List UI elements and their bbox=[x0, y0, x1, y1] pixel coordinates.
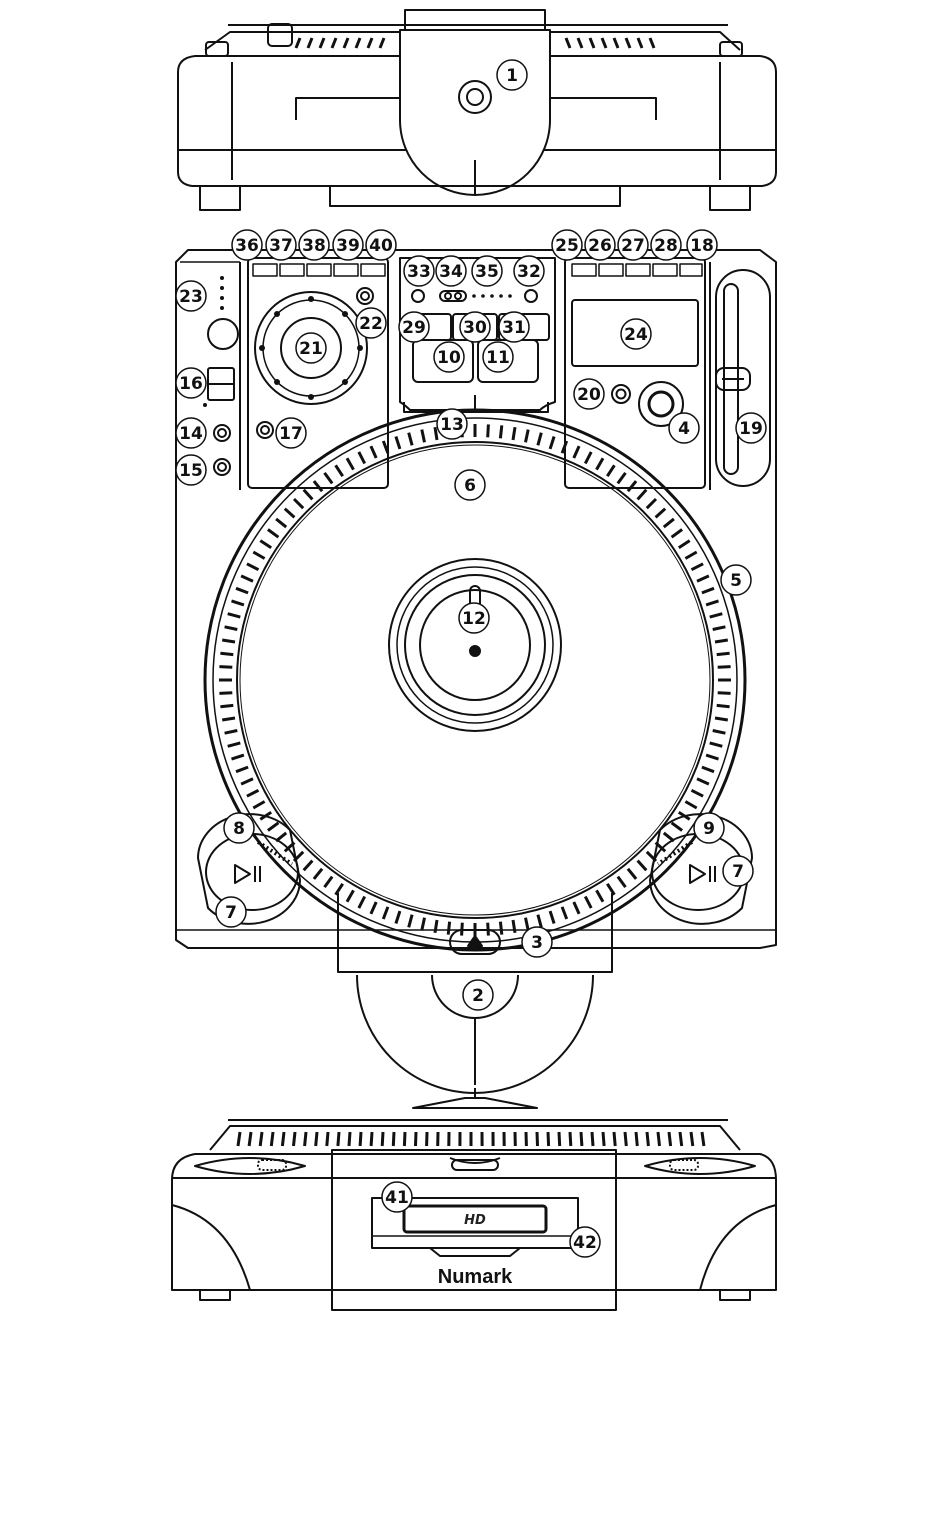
callout-7: 7 bbox=[723, 856, 753, 886]
rear-view bbox=[178, 10, 776, 210]
callout-24: 24 bbox=[621, 319, 651, 349]
callout-label: 1 bbox=[506, 66, 518, 86]
callout-9: 9 bbox=[694, 813, 724, 843]
callout-25: 25 bbox=[552, 230, 582, 260]
callout-label: 17 bbox=[279, 424, 303, 444]
callout-label: 42 bbox=[573, 1233, 597, 1253]
callout-label: 24 bbox=[624, 325, 648, 345]
callout-label: 28 bbox=[654, 236, 678, 256]
callout-31: 31 bbox=[499, 312, 529, 342]
callout-10: 10 bbox=[434, 342, 464, 372]
callout-label: 38 bbox=[302, 236, 326, 256]
callout-38: 38 bbox=[299, 230, 329, 260]
callout-33: 33 bbox=[404, 256, 434, 286]
callout-label: 23 bbox=[179, 287, 203, 307]
callout-21: 21 bbox=[296, 333, 326, 363]
callout-label: 11 bbox=[486, 348, 510, 368]
callout-20: 20 bbox=[574, 379, 604, 409]
callout-label: 5 bbox=[730, 571, 742, 591]
callout-27: 27 bbox=[618, 230, 648, 260]
callout-36: 36 bbox=[232, 230, 262, 260]
callout-35: 35 bbox=[472, 256, 502, 286]
callout-1: 1 bbox=[497, 60, 527, 90]
callout-label: 15 bbox=[179, 461, 203, 481]
callout-28: 28 bbox=[651, 230, 681, 260]
callout-label: 40 bbox=[369, 236, 393, 256]
callout-15: 15 bbox=[176, 455, 206, 485]
callout-label: 10 bbox=[437, 348, 461, 368]
callout-label: 30 bbox=[463, 318, 487, 338]
callout-label: 6 bbox=[464, 476, 476, 496]
callout-label: 20 bbox=[577, 385, 601, 405]
callout-label: 34 bbox=[439, 262, 463, 282]
callout-3: 3 bbox=[522, 927, 552, 957]
callout-label: 7 bbox=[225, 903, 237, 923]
callout-5: 5 bbox=[721, 565, 751, 595]
callout-13: 13 bbox=[437, 409, 467, 439]
callout-42: 42 bbox=[570, 1227, 600, 1257]
callout-39: 39 bbox=[333, 230, 363, 260]
callout-label: 41 bbox=[385, 1188, 409, 1208]
callout-label: 37 bbox=[269, 236, 293, 256]
callout-label: 19 bbox=[739, 419, 763, 439]
callout-23: 23 bbox=[176, 281, 206, 311]
callout-label: 7 bbox=[732, 862, 744, 882]
callout-label: 27 bbox=[621, 236, 645, 256]
callout-37: 37 bbox=[266, 230, 296, 260]
callout-label: 13 bbox=[440, 415, 464, 435]
callout-30: 30 bbox=[460, 312, 490, 342]
callout-label: 14 bbox=[179, 424, 203, 444]
callout-label: 29 bbox=[402, 318, 426, 338]
callout-18: 18 bbox=[687, 230, 717, 260]
callout-19: 19 bbox=[736, 413, 766, 443]
callout-22: 22 bbox=[356, 308, 386, 338]
callout-17: 17 bbox=[276, 418, 306, 448]
callout-label: 3 bbox=[531, 933, 543, 953]
callout-label: 25 bbox=[555, 236, 579, 256]
slot-label: HD bbox=[464, 1213, 486, 1228]
callout-label: 39 bbox=[336, 236, 360, 256]
callout-markers: 1234567789101112131415161718192021222324… bbox=[176, 60, 766, 1257]
callout-label: 35 bbox=[475, 262, 499, 282]
callout-11: 11 bbox=[483, 342, 513, 372]
callout-label: 16 bbox=[179, 374, 203, 394]
callout-label: 33 bbox=[407, 262, 431, 282]
callout-label: 32 bbox=[517, 262, 541, 282]
callout-label: 18 bbox=[690, 236, 714, 256]
callout-label: 9 bbox=[703, 819, 715, 839]
callout-label: 26 bbox=[588, 236, 612, 256]
callout-40: 40 bbox=[366, 230, 396, 260]
callout-label: 22 bbox=[359, 314, 383, 334]
callout-label: 8 bbox=[233, 819, 245, 839]
callout-label: 4 bbox=[678, 419, 690, 439]
callout-label: 36 bbox=[235, 236, 259, 256]
callout-41: 41 bbox=[382, 1182, 412, 1212]
callout-12: 12 bbox=[459, 603, 489, 633]
callout-label: 21 bbox=[299, 339, 323, 359]
callout-14: 14 bbox=[176, 418, 206, 448]
callout-4: 4 bbox=[669, 413, 699, 443]
callout-32: 32 bbox=[514, 256, 544, 286]
brand-logo: Numark bbox=[438, 1266, 513, 1288]
callout-label: 31 bbox=[502, 318, 526, 338]
callout-label: 12 bbox=[462, 609, 486, 629]
callout-26: 26 bbox=[585, 230, 615, 260]
callout-2: 2 bbox=[463, 980, 493, 1010]
callout-29: 29 bbox=[399, 312, 429, 342]
callout-6: 6 bbox=[455, 470, 485, 500]
callout-label: 2 bbox=[472, 986, 484, 1006]
callout-8: 8 bbox=[224, 813, 254, 843]
callout-7: 7 bbox=[216, 897, 246, 927]
callout-34: 34 bbox=[436, 256, 466, 286]
callout-16: 16 bbox=[176, 368, 206, 398]
